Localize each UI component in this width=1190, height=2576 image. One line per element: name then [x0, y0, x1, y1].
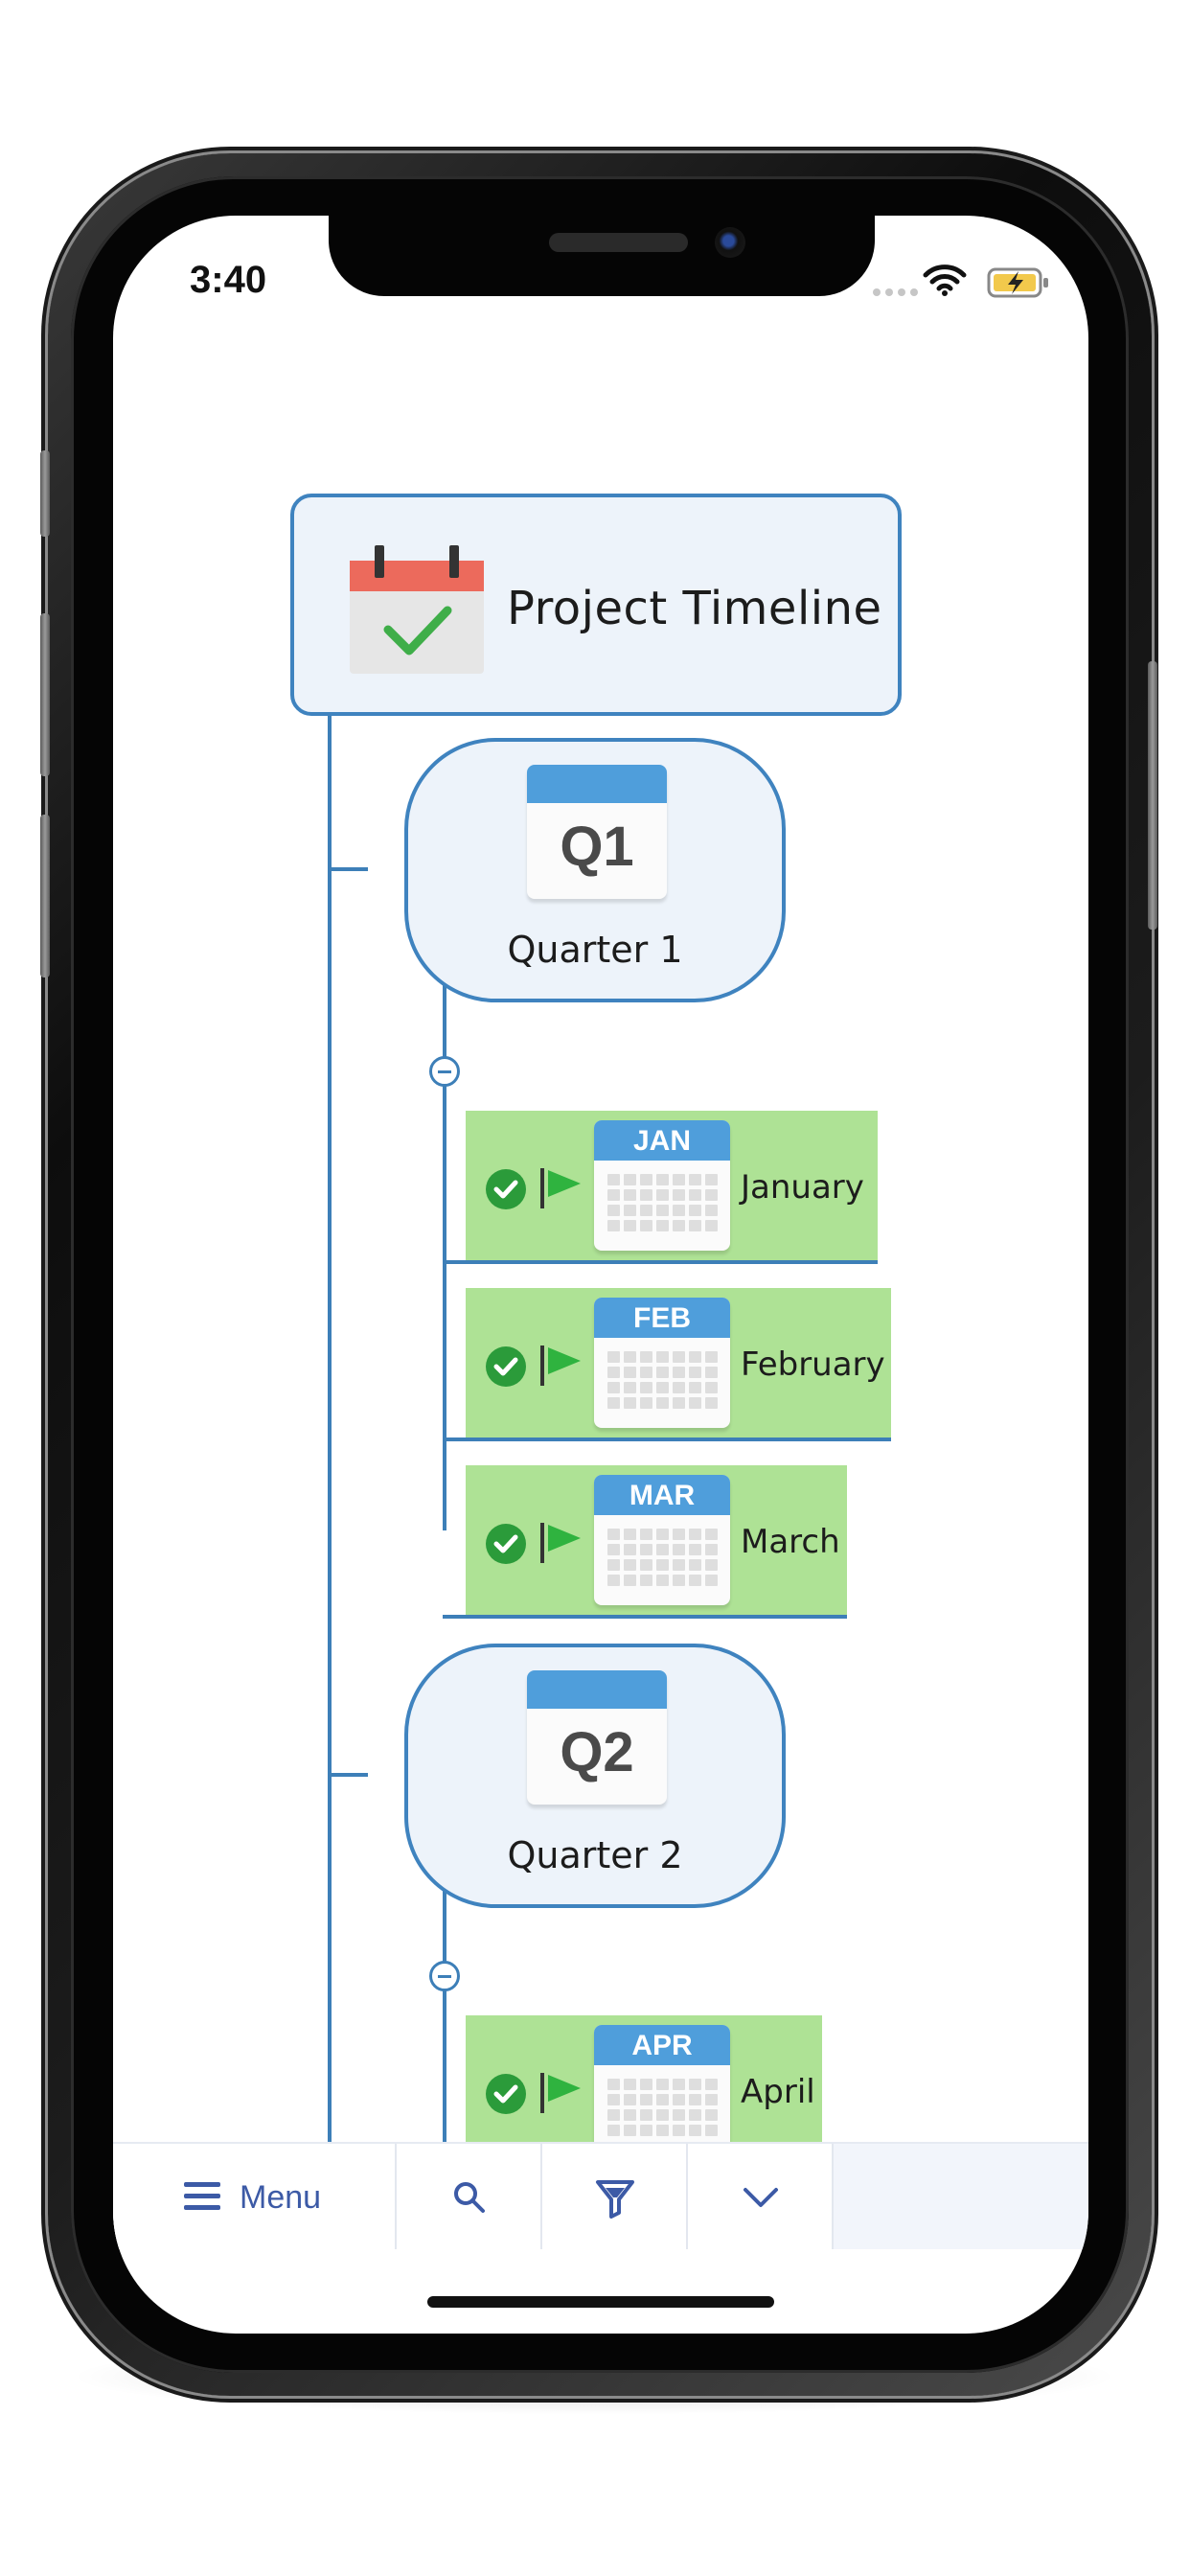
- volume-up-button: [40, 613, 50, 776]
- month-label: January: [741, 1168, 864, 1207]
- notch: [329, 216, 875, 296]
- month-node[interactable]: FEB February: [466, 1288, 891, 1441]
- expand-button[interactable]: [688, 2144, 834, 2249]
- month-label: March: [741, 1523, 840, 1561]
- filter-button[interactable]: [542, 2144, 688, 2249]
- menu-button[interactable]: Menu: [113, 2144, 397, 2249]
- month-node[interactable]: MAR March: [466, 1465, 847, 1619]
- check-circle-icon: [486, 2074, 526, 2114]
- status-time: 3:40: [190, 259, 267, 301]
- connector-line: [328, 1773, 368, 1777]
- hamburger-menu-icon: [184, 2182, 220, 2210]
- connector-line: [443, 1889, 446, 2142]
- connector-line: [328, 716, 332, 2142]
- battery-charging-icon: [987, 267, 1048, 298]
- collapse-toggle[interactable]: [429, 1961, 460, 1991]
- month-node[interactable]: JAN January: [466, 1111, 878, 1264]
- quarter-node[interactable]: Q1 Quarter 1: [404, 738, 786, 1002]
- connector-line: [443, 1615, 466, 1619]
- month-calendar-icon: APR: [594, 2025, 730, 2155]
- month-abbreviation: MAR: [594, 1475, 730, 1515]
- screen: Project Timeline Q1 Quarter 1 JAN Januar…: [113, 216, 1088, 2334]
- flag-icon: [540, 2073, 581, 2113]
- quarter-icon: Q1: [527, 765, 667, 899]
- month-calendar-icon: JAN: [594, 1120, 730, 1251]
- check-circle-icon: [486, 1346, 526, 1387]
- flag-icon: [540, 1523, 581, 1563]
- search-icon: [454, 2182, 485, 2213]
- month-calendar-icon: FEB: [594, 1298, 730, 1428]
- flag-icon: [540, 1346, 581, 1386]
- quarter-icon: Q2: [527, 1670, 667, 1805]
- connector-line: [443, 1438, 466, 1441]
- minus-icon: [438, 1974, 451, 1978]
- front-camera: [715, 227, 745, 258]
- connector-line: [443, 1260, 466, 1264]
- volume-down-button: [40, 815, 50, 978]
- collapse-toggle[interactable]: [429, 1056, 460, 1087]
- month-label: February: [741, 1346, 885, 1384]
- home-indicator[interactable]: [427, 2296, 774, 2308]
- mute-switch: [40, 450, 50, 537]
- connector-line: [443, 983, 446, 1530]
- connector-line: [328, 867, 368, 871]
- month-label: April: [741, 2073, 815, 2111]
- check-circle-icon: [486, 1169, 526, 1209]
- month-abbreviation: APR: [594, 2025, 730, 2065]
- calendar-check-icon: [350, 545, 484, 678]
- quarter-node[interactable]: Q2 Quarter 2: [404, 1644, 786, 1908]
- speaker-grille: [549, 233, 688, 252]
- check-circle-icon: [486, 1524, 526, 1564]
- flag-icon: [540, 1168, 581, 1208]
- wifi-icon: [923, 264, 967, 296]
- menu-label: Menu: [240, 2179, 322, 2216]
- chevron-down-icon: [744, 2188, 778, 2207]
- quarter-label: Quarter 1: [507, 929, 683, 971]
- bottom-toolbar: Menu: [113, 2142, 1088, 2249]
- mind-map-canvas[interactable]: Project Timeline Q1 Quarter 1 JAN Januar…: [113, 216, 1088, 2169]
- quarter-icon-text: Q1: [560, 816, 634, 878]
- root-topic-title: Project Timeline: [507, 582, 882, 635]
- root-topic-node[interactable]: Project Timeline: [290, 494, 902, 716]
- search-button[interactable]: [397, 2144, 542, 2249]
- filter-icon: [596, 2180, 634, 2219]
- quarter-icon-text: Q2: [560, 1721, 634, 1783]
- month-calendar-icon: MAR: [594, 1475, 730, 1605]
- month-abbreviation: FEB: [594, 1298, 730, 1338]
- quarter-label: Quarter 2: [507, 1834, 683, 1876]
- minus-icon: [438, 1070, 451, 1073]
- cellular-signal-icon: [873, 288, 918, 296]
- month-abbreviation: JAN: [594, 1120, 730, 1161]
- power-button: [1148, 661, 1157, 930]
